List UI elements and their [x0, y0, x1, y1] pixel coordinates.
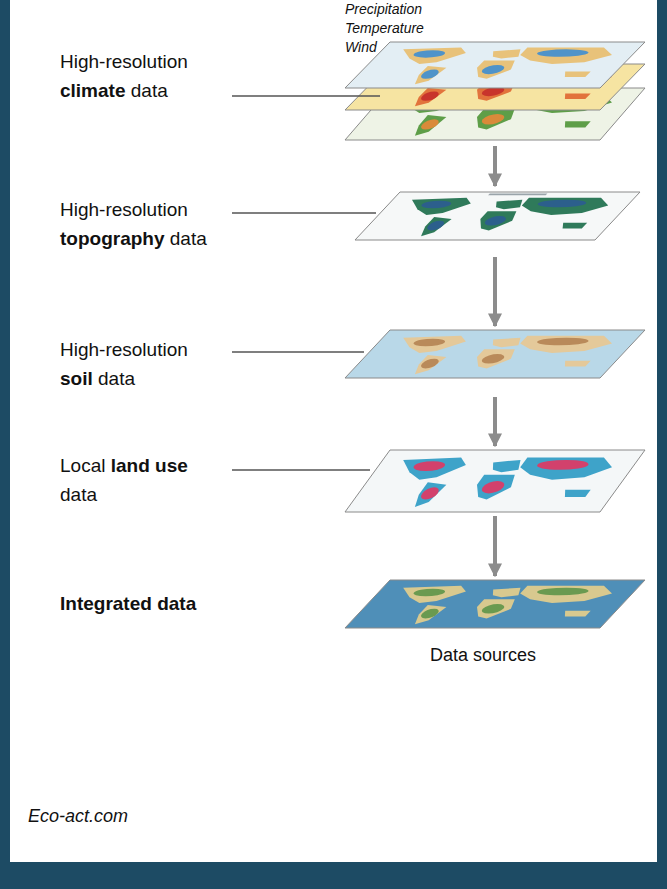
word: data [170, 228, 207, 249]
data-layer: Integrated data [50, 576, 650, 632]
word: High-resolution [60, 339, 188, 360]
layer-label: High-resolution soil data [60, 336, 220, 393]
word: Precipitation [345, 1, 422, 17]
word: data [131, 80, 168, 101]
integrated-map [345, 580, 645, 628]
layer-label: High-resolution climate data [60, 48, 220, 105]
leader-line [232, 95, 380, 96]
data-layer: Local land use data [50, 446, 650, 516]
data-layer: High-resolution soil data [50, 326, 650, 397]
leader-lines [232, 96, 380, 470]
land-use-map [345, 450, 645, 512]
word: data [98, 368, 135, 389]
data-layer: High-resolution climate data Precipitatio… [50, 0, 650, 146]
word: topography [60, 228, 170, 249]
layer-label: Integrated data [60, 590, 260, 619]
soil-map [345, 330, 645, 378]
word: Wind [345, 39, 377, 55]
flow-arrow [493, 397, 497, 446]
layer-label: Local land use data [60, 452, 220, 509]
flow-arrow [493, 146, 497, 186]
word: data [60, 484, 97, 505]
data-layer: High-resolution topography data [50, 186, 650, 257]
word: soil [60, 368, 98, 389]
leader-line [232, 351, 364, 352]
word: land [111, 455, 155, 476]
panel [10, 0, 657, 862]
word: use [155, 455, 188, 476]
word: climate [60, 80, 131, 101]
axis-caption: Data sources [430, 645, 536, 666]
precipitation-map [345, 42, 645, 88]
flow-arrow [493, 257, 497, 326]
flow-arrow [493, 516, 497, 576]
leader-line [232, 212, 376, 213]
variable-list: Precipitation Temperature Wind [345, 0, 440, 57]
word: High-resolution [60, 51, 188, 72]
topography-map [355, 192, 640, 240]
word: Temperature [345, 20, 424, 36]
source-credit: Eco-act.com [28, 806, 128, 827]
leader-line [232, 469, 370, 470]
layer-label: High-resolution topography data [60, 196, 220, 253]
word: Local [60, 455, 111, 476]
word: High-resolution [60, 199, 188, 220]
word: Integrated [60, 593, 157, 614]
word: data [157, 593, 196, 614]
